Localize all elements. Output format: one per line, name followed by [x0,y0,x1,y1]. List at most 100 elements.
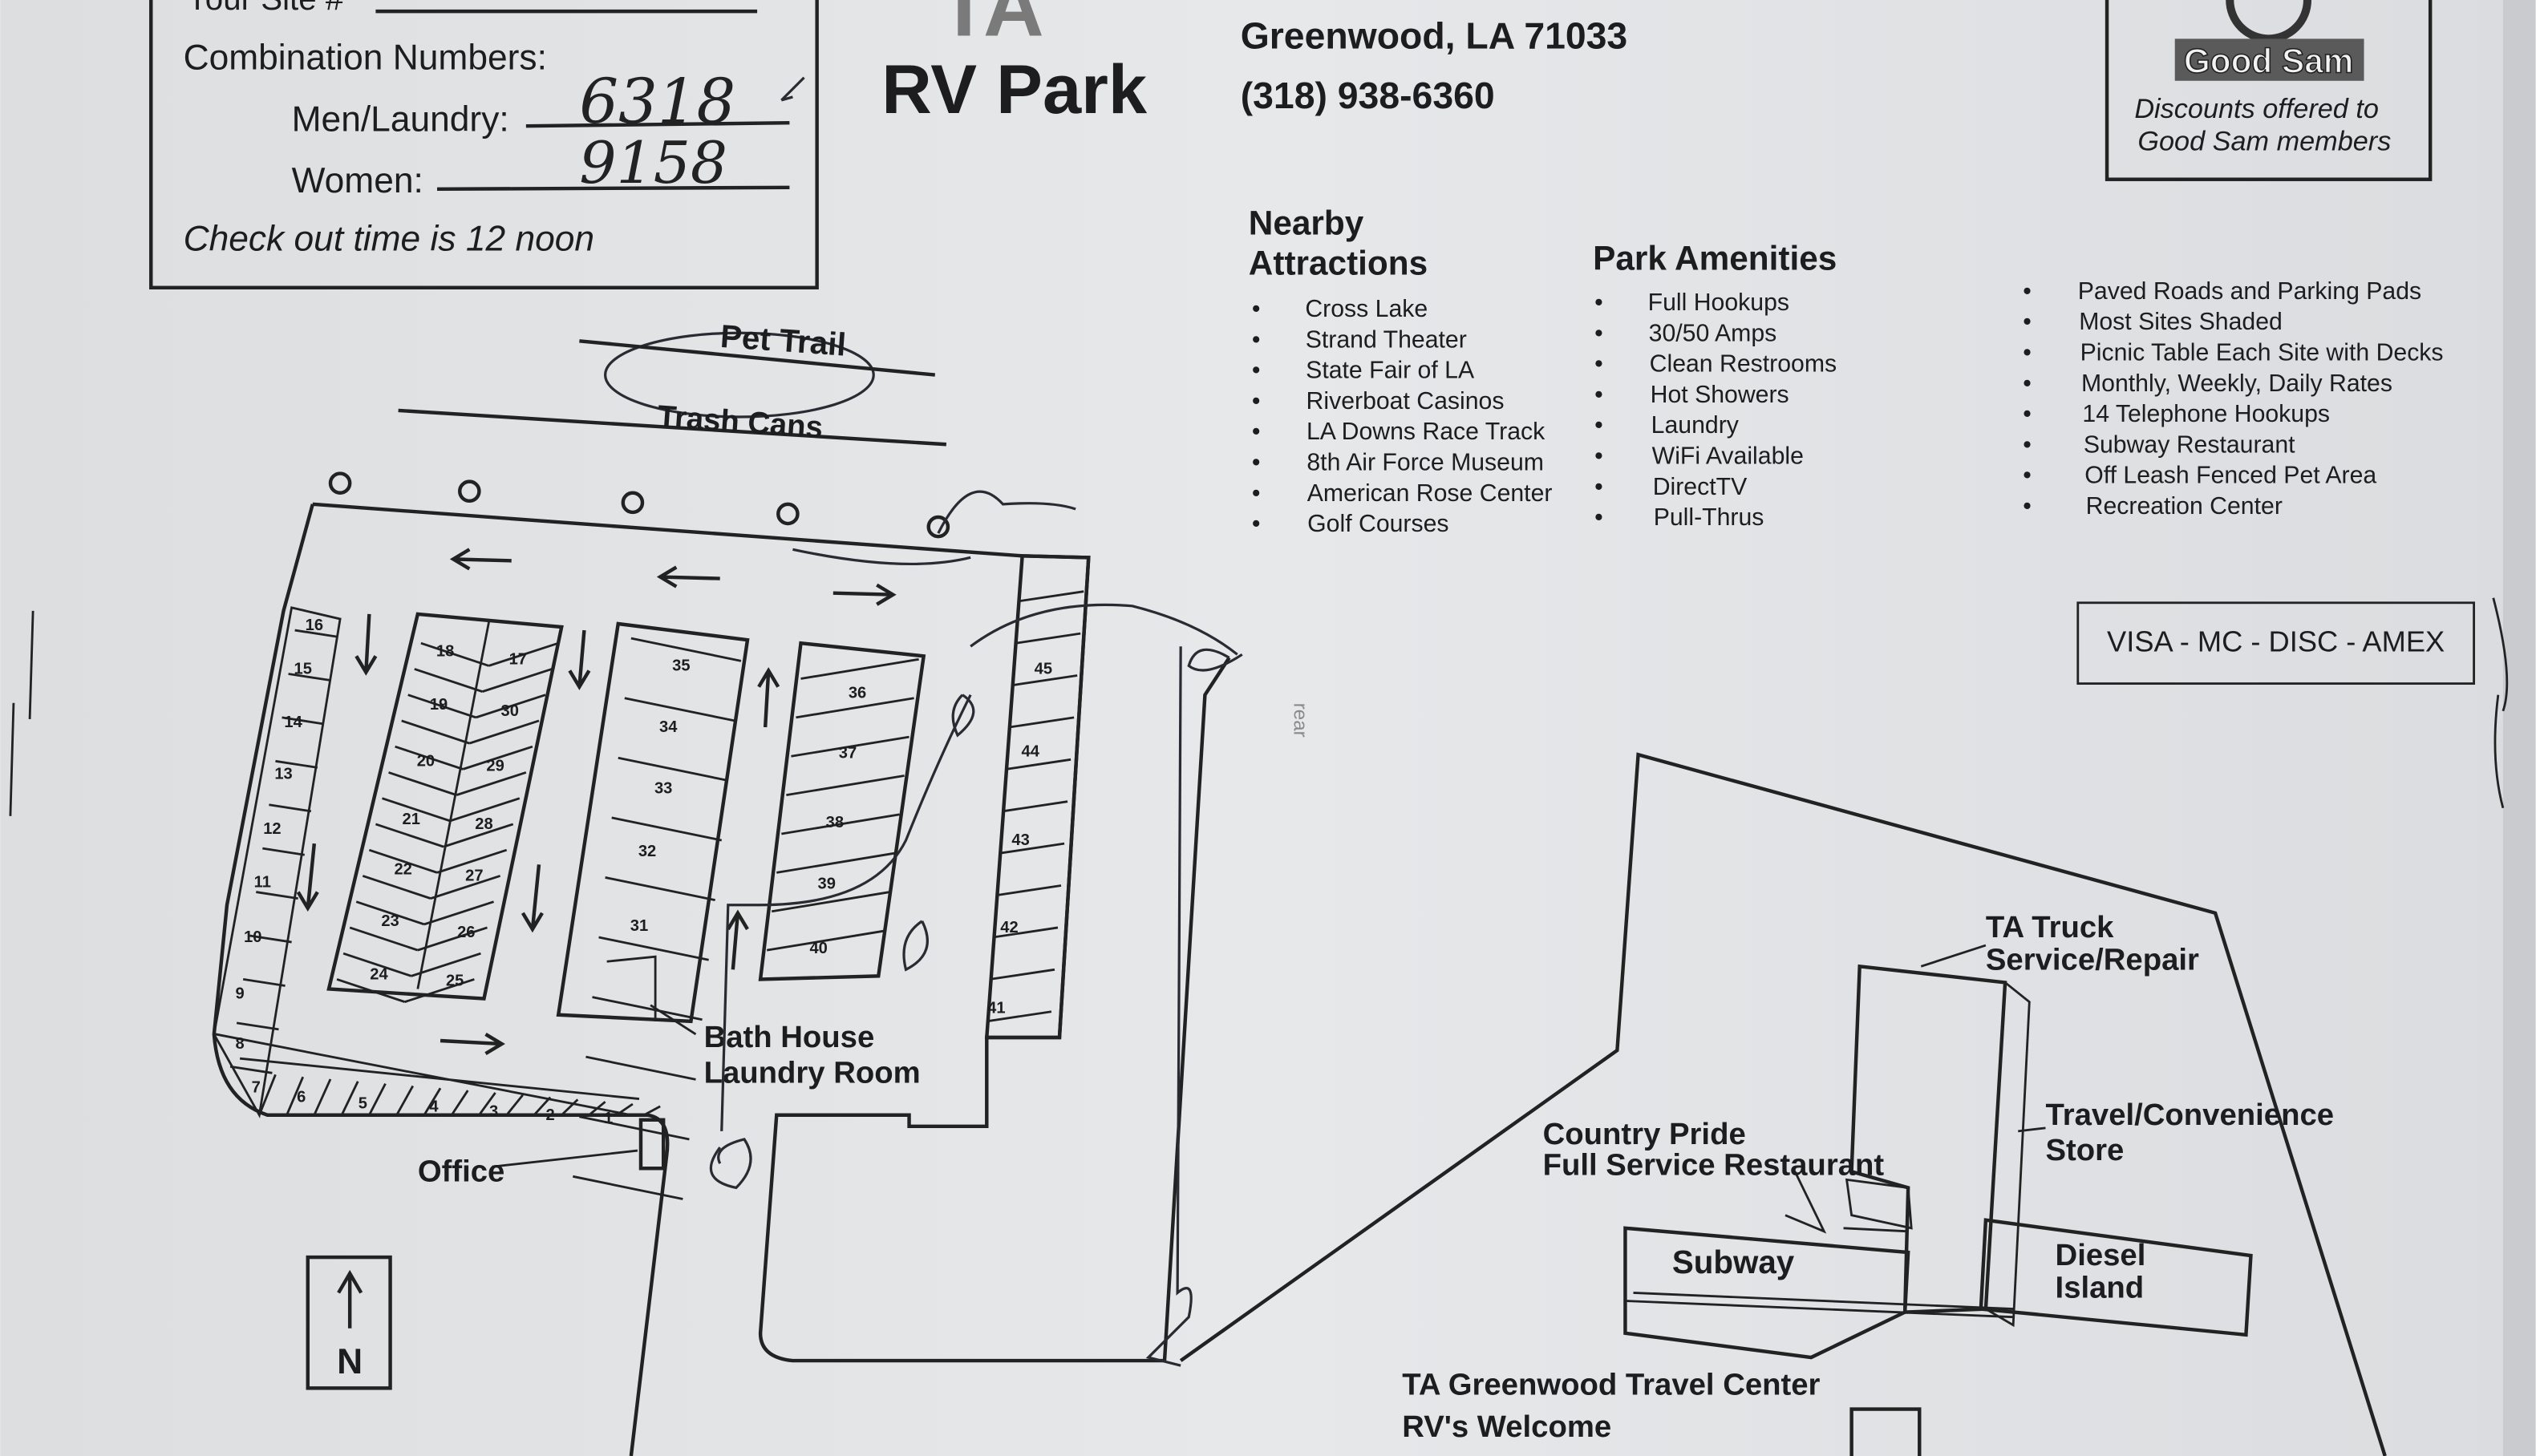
good-sam-line1: Discounts offered to [2134,94,2379,124]
site-number: 23 [381,912,399,930]
site-number: 37 [839,744,857,762]
site-number: 8 [236,1035,245,1053]
island-label: Island [2056,1270,2145,1304]
bullet: • [1252,358,1261,384]
men-laundry-label: Men/Laundry: [292,99,509,139]
features-list: • Paved Roads and Parking Pads • Most Sites… [2023,278,2443,520]
men-laundry-code: 6318 [579,67,735,138]
pet-trail-circle [604,331,875,419]
site-number: 42 [1000,919,1018,936]
combination-label: Combination Numbers: [184,38,547,78]
bullet: • [2023,401,2032,427]
site-number: 20 [417,752,435,770]
address: Greenwood, LA 71033 [1241,14,1627,56]
good-sam-line2: Good Sam members [2137,126,2391,156]
list-item: Off Leash Fenced Pet Area [2084,463,2376,489]
bullet: • [1252,480,1261,507]
site-number: 38 [826,814,844,831]
rvs-welcome-label: RV's Welcome [1402,1409,1611,1444]
good-sam-logo [2174,38,2364,81]
office-building [638,1118,666,1171]
list-item: Subway Restaurant [2084,431,2295,458]
store-label: Store [2045,1133,2124,1167]
list-item: Clean Restrooms [1650,351,1837,378]
bullet: • [1594,443,1603,469]
site-number: 18 [436,642,454,660]
site-number: 32 [638,843,656,860]
bullet: • [1594,412,1603,439]
checkout-note: Check out time is 12 noon [184,219,595,258]
site-number: 14 [284,714,302,731]
bullet: • [1252,450,1261,476]
bullet: • [2023,370,2032,397]
list-item: DirectTV [1653,474,1748,500]
attractions-heading-2: Attractions [1249,245,1428,282]
site-number: 5 [359,1095,367,1113]
bullet: • [2023,339,2032,366]
list-item: Hot Showers [1651,382,1789,408]
site-number: 17 [509,650,527,668]
site-number: 44 [1022,742,1040,760]
site-number: 26 [457,924,475,941]
list-item: Pull-Thrus [1654,504,1764,531]
north-label: N [337,1342,363,1381]
bullet: • [1252,419,1261,445]
ta-truck-label: TA Truck [1986,910,2114,944]
park-title: RV Park [881,51,1148,128]
site-number: 3 [489,1103,498,1121]
office-label: Office [418,1154,505,1188]
list-item: 30/50 Amps [1649,320,1777,346]
site-number: 9 [236,985,245,1003]
bullet: • [1252,511,1261,537]
list-item: Most Sites Shaded [2079,309,2283,335]
site-number: 21 [403,811,420,828]
site-number: 15 [294,660,312,677]
site-number: 41 [987,1000,1005,1017]
site-number: 35 [672,657,690,674]
attractions-heading-1: Nearby [1249,204,1364,241]
trash-can-markers [328,471,950,539]
bullet: • [1594,474,1603,500]
site-number: 39 [818,876,836,893]
site-number: 13 [274,765,292,783]
site-number: 4 [429,1098,439,1116]
your-site-label: Your Site # [187,0,344,17]
site-number: 11 [254,874,271,892]
payment-box [2076,601,2476,685]
travel-center-map: TA Truck Service/Repair Travel/Convenien… [1179,752,2387,1456]
park-map: Pet Trail Trash Cans 1234567891011121314… [212,318,1311,1456]
bullet: • [1594,351,1603,378]
list-item: Paved Roads and Parking Pads [2078,278,2421,305]
site-number: 16 [306,617,323,634]
site-number: 29 [486,757,504,775]
bullet: • [2023,493,2032,520]
country-pride-label: Country Pride [1543,1117,1746,1151]
site-number: 31 [630,917,648,935]
bullet: • [1594,320,1603,346]
site-number: 45 [1035,660,1052,677]
good-sam-logo-text: Good Sam [2184,42,2354,80]
pet-trail-label: Pet Trail [719,318,848,363]
site-number: 22 [394,860,411,878]
laundry-room-label: Laundry Room [704,1055,921,1090]
bullet: • [1252,326,1261,353]
traffic-arrows [296,548,897,1056]
site-number: 10 [244,928,261,946]
svg-text:rear: rear [1289,703,1311,738]
site-number: 1 [604,1110,613,1127]
list-item: Picnic Table Each Site with Decks [2080,339,2444,366]
site-number: 34 [659,718,678,736]
list-item: American Rose Center [1307,480,1553,507]
list-item: Full Hookups [1648,289,1789,316]
bullet: • [2023,431,2032,458]
list-item: Laundry [1651,412,1740,439]
site-number: 7 [252,1079,261,1097]
list-item: Recreation Center [2086,493,2283,520]
site-number: 40 [809,940,827,957]
bullet: • [1252,388,1261,415]
site-number: 30 [501,702,519,720]
list-item: Golf Courses [1307,511,1448,537]
bullet: • [1594,504,1603,531]
list-item: State Fair of LA [1306,358,1475,384]
